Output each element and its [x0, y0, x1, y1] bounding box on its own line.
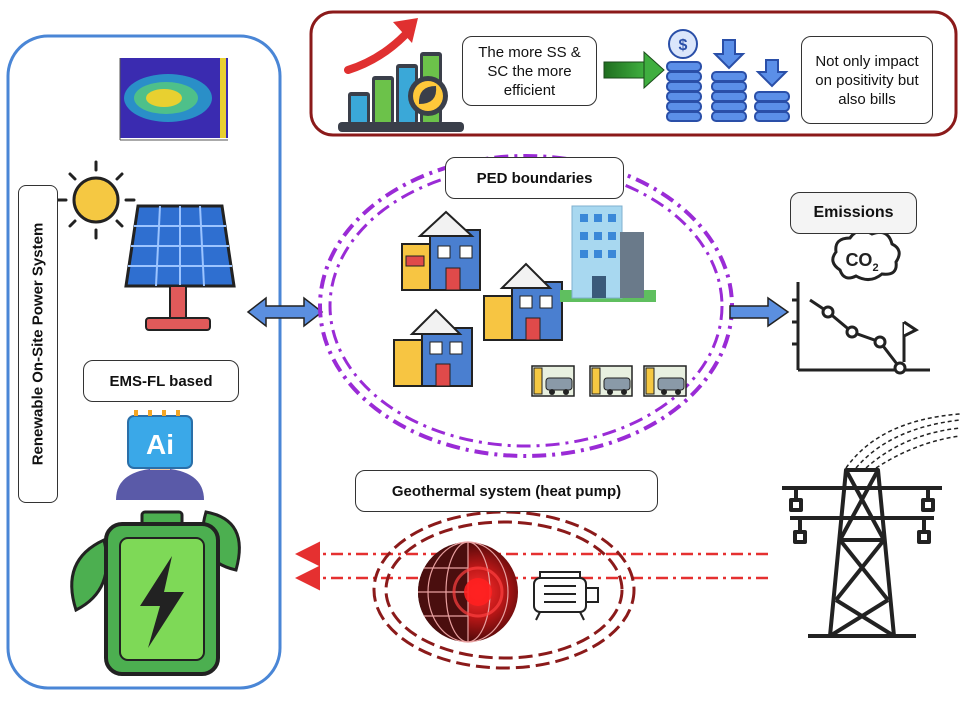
- transmission-tower-icon: [782, 468, 942, 638]
- double-arrow-left: [246, 296, 324, 328]
- ped-boundaries-text: PED boundaries: [476, 169, 593, 187]
- top-panel-border: [309, 10, 958, 137]
- ev-charger-icon-3: [643, 365, 687, 397]
- co2-chart-icon: [792, 229, 930, 375]
- house-icon-1: [401, 210, 481, 291]
- sun-icon: [56, 160, 136, 240]
- house-icon-3: [393, 308, 473, 387]
- coins-down-icon: $: [666, 29, 790, 122]
- bills-impact-box: Not only impact on positivity but also b…: [801, 36, 933, 124]
- left-panel-border: [6, 34, 282, 690]
- ai-head-icon: Ai: [116, 410, 204, 500]
- renewable-system-box: Renewable On-Site Power System: [18, 185, 58, 503]
- solar-panel-icon: [124, 204, 236, 331]
- co2-label: CO2: [845, 250, 878, 274]
- ems-fl-box: EMS-FL based: [83, 360, 239, 402]
- ss-sc-efficiency-box: The more SS & SC the more efficient: [462, 36, 597, 106]
- heat-pump-icon: [533, 571, 599, 621]
- ai-icon-text: Ai: [146, 429, 174, 460]
- ev-charger-icon-2: [589, 365, 633, 397]
- svg-text:$: $: [679, 37, 688, 54]
- geo-boundary-inner: [384, 520, 624, 660]
- emissions-box: Emissions: [790, 192, 917, 234]
- geothermal-text: Geothermal system (heat pump): [391, 482, 622, 500]
- ems-fl-text: EMS-FL based: [109, 372, 213, 390]
- house-icon-2: [483, 262, 563, 341]
- arrow-to-emissions: [729, 296, 790, 328]
- growth-chart-icon: [338, 18, 464, 132]
- bills-impact-text: Not only impact on positivity but also b…: [815, 52, 919, 108]
- battery-leaf-icon: [70, 510, 241, 676]
- renewable-system-text: Renewable On-Site Power System: [29, 222, 47, 466]
- geothermal-box: Geothermal system (heat pump): [355, 470, 658, 512]
- geo-boundary-outer: [372, 510, 636, 670]
- green-arrow: [603, 50, 665, 90]
- heatmap-thumbnail: [119, 58, 228, 141]
- power-lines: [845, 413, 960, 469]
- ped-boundaries-box: PED boundaries: [445, 157, 624, 199]
- ss-sc-efficiency-text: The more SS & SC the more efficient: [478, 43, 581, 99]
- ev-charger-icon-1: [531, 365, 575, 397]
- office-building-icon: [560, 205, 656, 302]
- earth-core-icon: [418, 541, 518, 643]
- emissions-text: Emissions: [813, 204, 894, 221]
